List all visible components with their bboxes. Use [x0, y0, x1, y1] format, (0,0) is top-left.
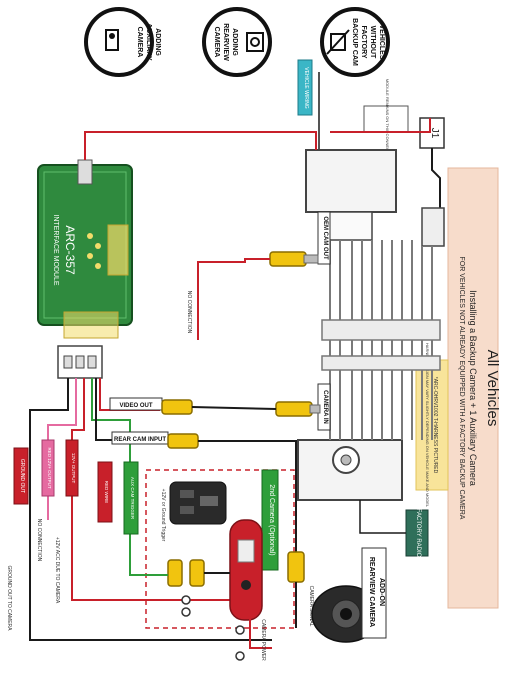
- camera-power-red: [249, 600, 272, 649]
- acc-note: +12V ACC DUE TO CAMERA: [54, 537, 60, 604]
- red-12v-output-tag: [41, 439, 55, 497]
- rear-cam-signal-wire: [198, 440, 297, 560]
- video-out-label: VIDEO OUT: [119, 403, 152, 409]
- icon-rear-line2: REARVIEW: [222, 23, 229, 61]
- vehicles-without-factory-backup-cam-icon: VEHICLES WITHOUT FACTORY BACKUP CAM: [320, 7, 390, 77]
- harness-note-title: *ARC-OHRV1002 T-HARNESS PICTURED: [432, 377, 438, 474]
- camera-signal-rca: [287, 551, 305, 583]
- module-output-highlight: [63, 311, 119, 339]
- second-camera-rca-1: [167, 559, 183, 587]
- second-camera-box: [145, 469, 295, 629]
- ground-note: GROUND OUT TO CAMERA: [6, 565, 12, 631]
- camera-signal-label: CAMERA SIGNAL: [308, 586, 314, 627]
- ground-out-label: GROUND OUT: [19, 459, 25, 493]
- harness-note-body: HARNESS DESIGN MAY VARY SLIGHTLY DEPENDI…: [425, 343, 430, 508]
- camera-in-rca: [275, 401, 321, 417]
- module-note: MODULE REMAINS ON THIS CONNECTOR: [385, 79, 390, 160]
- second-camera-tag: [261, 469, 279, 571]
- no-connection-label-1: NO CONNECTION: [186, 291, 192, 334]
- module-name: ARC-357: [63, 225, 77, 275]
- video-out-rca: [109, 397, 193, 415]
- adding-auxiliary-camera-icon: ADDING AUXILIARY CAMERA: [84, 7, 161, 77]
- oem-cam-out-tag: [317, 211, 331, 265]
- arc-357-module: ARC-357 INTERFACE MODULE: [37, 159, 133, 326]
- splice-1: [181, 595, 191, 605]
- oem-cam-out-label: OEM CAM OUT: [322, 216, 328, 260]
- icon-veh-line3: FACTORY: [360, 25, 367, 58]
- info-title: All Vehicles: [484, 350, 501, 427]
- factory-radio-label: FACTORY RADIO: [415, 509, 421, 558]
- aux-cam-trigger-label: AUX CAM TRIGGER: [130, 477, 135, 520]
- ground-wire: [29, 378, 272, 641]
- j1-label: J1: [429, 128, 440, 139]
- 12v-output-tag: [65, 439, 79, 497]
- second-camera-label: 2nd Camera (Optional): [268, 484, 275, 555]
- aux-cam-trigger-tag: [123, 461, 139, 535]
- addon-camera-line2: REARVIEW CAMERA: [368, 557, 375, 627]
- acc-red-wire: [71, 378, 250, 601]
- second-camera-rca-2: [189, 559, 205, 587]
- camera-power-label: CAMERA POWER: [260, 619, 266, 661]
- power-splice-2: [235, 651, 245, 661]
- vehicle-wiring-tag: [297, 59, 313, 116]
- info-line2: FOR VEHICLES NOT ALREADY EQUIPPED WITH A…: [458, 257, 465, 520]
- module-harness-wire: [84, 131, 317, 160]
- icon-rear-line1: ADDING: [231, 28, 238, 56]
- red-wire-label: RED WIRE: [104, 481, 109, 504]
- red-12v-output-label: RED 12V+ OUTPUT: [47, 447, 52, 488]
- info-line1: Installing a Backup Camera + 1 Auxiliary…: [468, 290, 478, 486]
- oem-cam-out-rca: [269, 251, 319, 267]
- splice-2: [181, 607, 191, 617]
- no-connection-label-2: NO CONNECTION: [36, 519, 42, 562]
- icon-aux-line3: CAMERA: [136, 27, 143, 58]
- icon-veh-line4: BACKUP CAM: [351, 18, 358, 66]
- module-sub: INTERFACE MODULE: [52, 214, 59, 286]
- j1-lead: [431, 148, 441, 210]
- aux-camera-image: [229, 519, 263, 621]
- red-wire-tag: [97, 461, 113, 523]
- video-out-to-camera-in: [191, 406, 277, 410]
- vehicle-wiring-label: VEHICLE WIRING: [303, 67, 309, 109]
- power-splice-1: [235, 625, 245, 635]
- trigger-to-box-wire: [129, 540, 168, 576]
- ground-out-tag: [13, 447, 29, 505]
- oem-out-wire: [197, 258, 270, 340]
- camera-in-label: CAMERA IN: [322, 390, 328, 424]
- addon-camera-tag: [361, 547, 387, 639]
- addon-camera-line1: ADD-ON: [378, 578, 385, 606]
- 12v-output-label: 12V+ OUTPUT: [71, 453, 76, 484]
- j1-plug: [421, 207, 445, 247]
- harness-j1-wire: [330, 118, 431, 133]
- icon-veh-line2: WITHOUT: [369, 26, 376, 59]
- adding-rearview-camera-icon: ADDING REARVIEW CAMERA: [202, 7, 272, 77]
- icon-rear-line3: CAMERA: [213, 27, 220, 58]
- icon-veh-line1: VEHICLES: [378, 24, 385, 59]
- factory-radio-wire: [359, 500, 406, 534]
- rear-cam-input-label: REAR CAM INPUT: [114, 437, 166, 443]
- trigger-note: +12V or Ground Trigger: [160, 489, 166, 542]
- icon-aux-line1: ADDING: [154, 28, 161, 56]
- trigger-relay-image: [169, 481, 227, 525]
- module-note-box: [363, 105, 409, 133]
- icon-aux-line2: AUXILIARY: [145, 23, 152, 61]
